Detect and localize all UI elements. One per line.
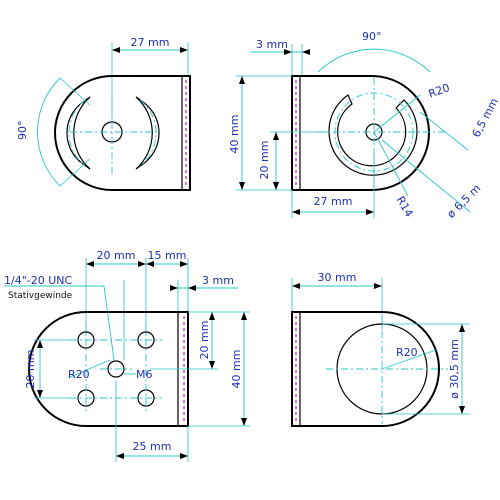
- thread-note: Stativgewinde: [8, 291, 73, 301]
- arrow-head: [209, 361, 215, 369]
- dim-vertical-inner-label: 20 mm: [198, 321, 211, 360]
- arrow-head: [273, 182, 279, 190]
- arrow-head: [241, 418, 247, 426]
- radius-leader: [67, 359, 111, 379]
- view-bottom-left: 20 mm 15 mm 3 mm 1/4"-20 UNC Stativgewin…: [4, 249, 250, 462]
- dim-thickness-label: 3 mm: [202, 274, 234, 287]
- arrow-head: [180, 47, 188, 53]
- dim-vertical-left-label: 20 mm: [24, 350, 37, 389]
- mounting-hole: [137, 331, 155, 349]
- dim-height-label: 40 mm: [230, 350, 243, 389]
- arrow-head: [273, 132, 279, 140]
- dim-hole-label: ø 6,5 m: [444, 182, 483, 221]
- dim-center-height-label: 20 mm: [258, 141, 271, 180]
- view-top-right: 3 mm 90° R20 6,5 mm ø 6,5 m R14 40 mm: [228, 30, 500, 221]
- arrow-head: [37, 390, 43, 398]
- view-top-left: 27 mm 90°: [16, 36, 191, 191]
- arrow-head: [374, 283, 382, 289]
- angle-arc: [317, 48, 431, 73]
- arrow-head: [170, 285, 178, 291]
- dimension-line: [419, 111, 469, 151]
- tripod-thread-hole: [107, 360, 125, 378]
- dim-angle-label: 90°: [362, 30, 382, 43]
- arrow-head: [292, 283, 300, 289]
- arrow-head: [239, 182, 245, 190]
- arrow-head: [284, 49, 292, 55]
- dimension-line: [381, 139, 471, 213]
- dim-radius-inner-label: R14: [394, 194, 416, 219]
- arrow-head: [188, 285, 196, 291]
- arrow-head: [138, 261, 146, 267]
- arrow-head: [86, 261, 94, 267]
- arrow-head: [241, 312, 247, 320]
- dim-height-label: 40 mm: [228, 115, 241, 154]
- dim-width-label: 30 mm: [318, 271, 357, 284]
- dim-radius-outer-label: R20: [427, 81, 452, 101]
- dim-base-label: 25 mm: [133, 440, 172, 453]
- c-slot: [328, 94, 418, 176]
- arc-slot-right: [135, 96, 160, 170]
- extension-line: [59, 158, 91, 187]
- slot-centerline: [68, 99, 86, 167]
- bracket-outline: [28, 311, 189, 427]
- arrow-head: [239, 76, 245, 84]
- dim-slot-width-label: 6,5 mm: [470, 96, 500, 140]
- arrow-head: [459, 324, 465, 332]
- arrow-head: [116, 453, 124, 459]
- dim-edge-label: 15 mm: [148, 249, 187, 262]
- arrow-head: [366, 209, 374, 215]
- arc-slot-left: [66, 96, 91, 170]
- thread-label: 1/4"-20 UNC: [4, 274, 73, 287]
- dim-spacing-label: 20 mm: [97, 249, 136, 262]
- dim-thread-m6-label: M6: [136, 368, 153, 381]
- dim-radius-label: R20: [68, 368, 90, 381]
- arrow-head: [292, 209, 300, 215]
- dim-radius-label: R20: [396, 346, 418, 359]
- arrow-head: [459, 406, 465, 414]
- arrow-head: [37, 340, 43, 348]
- radius-leader: [373, 131, 409, 197]
- arrow-head: [180, 261, 188, 267]
- bracket-outline: [54, 75, 191, 191]
- arrow-head: [302, 49, 310, 55]
- radius-leader: [373, 94, 421, 133]
- arrow-head: [112, 47, 120, 53]
- slot-centerline: [139, 99, 157, 167]
- dim-width-label: 27 mm: [131, 36, 170, 49]
- arrow-head: [146, 261, 154, 267]
- dim-depth-label: 27 mm: [314, 195, 353, 208]
- arrow-head: [209, 312, 215, 320]
- radius-leader: [381, 349, 437, 370]
- dim-hole-label: ø 30,5 mm: [448, 339, 461, 399]
- arrow-head: [180, 453, 188, 459]
- leader-line: [103, 285, 115, 361]
- angle-arc: [37, 77, 61, 187]
- extension-line: [59, 77, 91, 106]
- view-bottom-right: 30 mm R20 ø 30,5 mm: [291, 271, 470, 427]
- dim-thickness-label: 3 mm: [256, 38, 288, 51]
- bracket-outline: [291, 311, 440, 427]
- dim-angle-label: 90°: [16, 121, 29, 141]
- bracket-outline: [291, 75, 430, 191]
